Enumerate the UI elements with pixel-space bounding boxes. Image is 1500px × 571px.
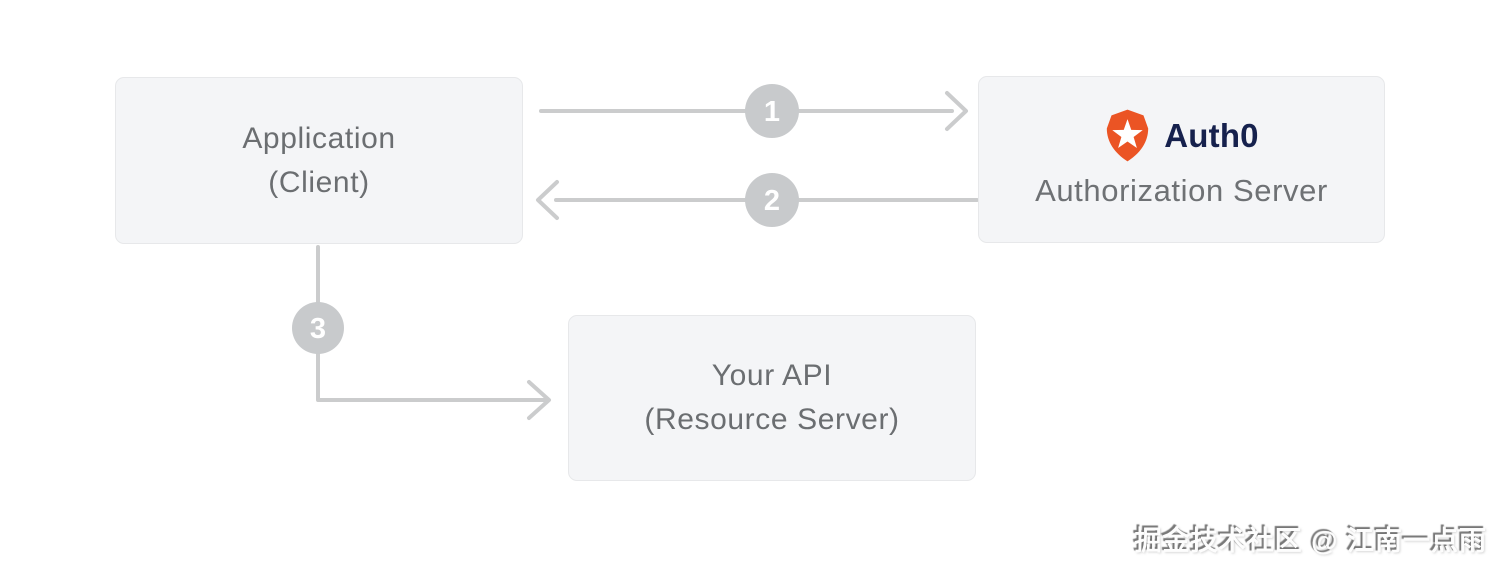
arrow-auth-to-app	[536, 180, 979, 220]
auth0-shield-icon	[1107, 109, 1149, 161]
arrowhead-left-icon	[536, 180, 559, 220]
auth0-brand-row: Auth0	[1104, 109, 1259, 163]
api-node-title: Your API	[711, 359, 833, 392]
application-node-title: Application	[242, 121, 396, 155]
arrowhead-right-icon	[527, 380, 551, 420]
authorization-server-node: Auth0 Authorization Server	[978, 76, 1385, 243]
arrow-app-to-api	[316, 245, 551, 420]
step-3-number: 3	[310, 313, 326, 345]
step-3-badge: 3	[292, 302, 344, 354]
step-1-number: 1	[764, 96, 780, 128]
application-client-node: Application (Client)	[115, 77, 523, 244]
step-1-badge: 1	[745, 84, 799, 138]
application-node-subtitle: (Client)	[268, 165, 370, 199]
watermark-text: 掘金技术社区 @ 江南一点雨	[1134, 526, 1487, 556]
api-node-subtitle: (Resource Server)	[644, 403, 900, 436]
step-2-badge: 2	[745, 173, 799, 227]
arrowhead-right-icon	[945, 91, 968, 131]
step-2-number: 2	[764, 185, 780, 217]
arrow-app-to-auth	[539, 91, 968, 131]
authorization-server-label: Authorization Server	[1035, 172, 1328, 208]
auth0-wordmark: Auth0	[1164, 116, 1259, 154]
your-api-node: Your API (Resource Server)	[568, 315, 976, 481]
